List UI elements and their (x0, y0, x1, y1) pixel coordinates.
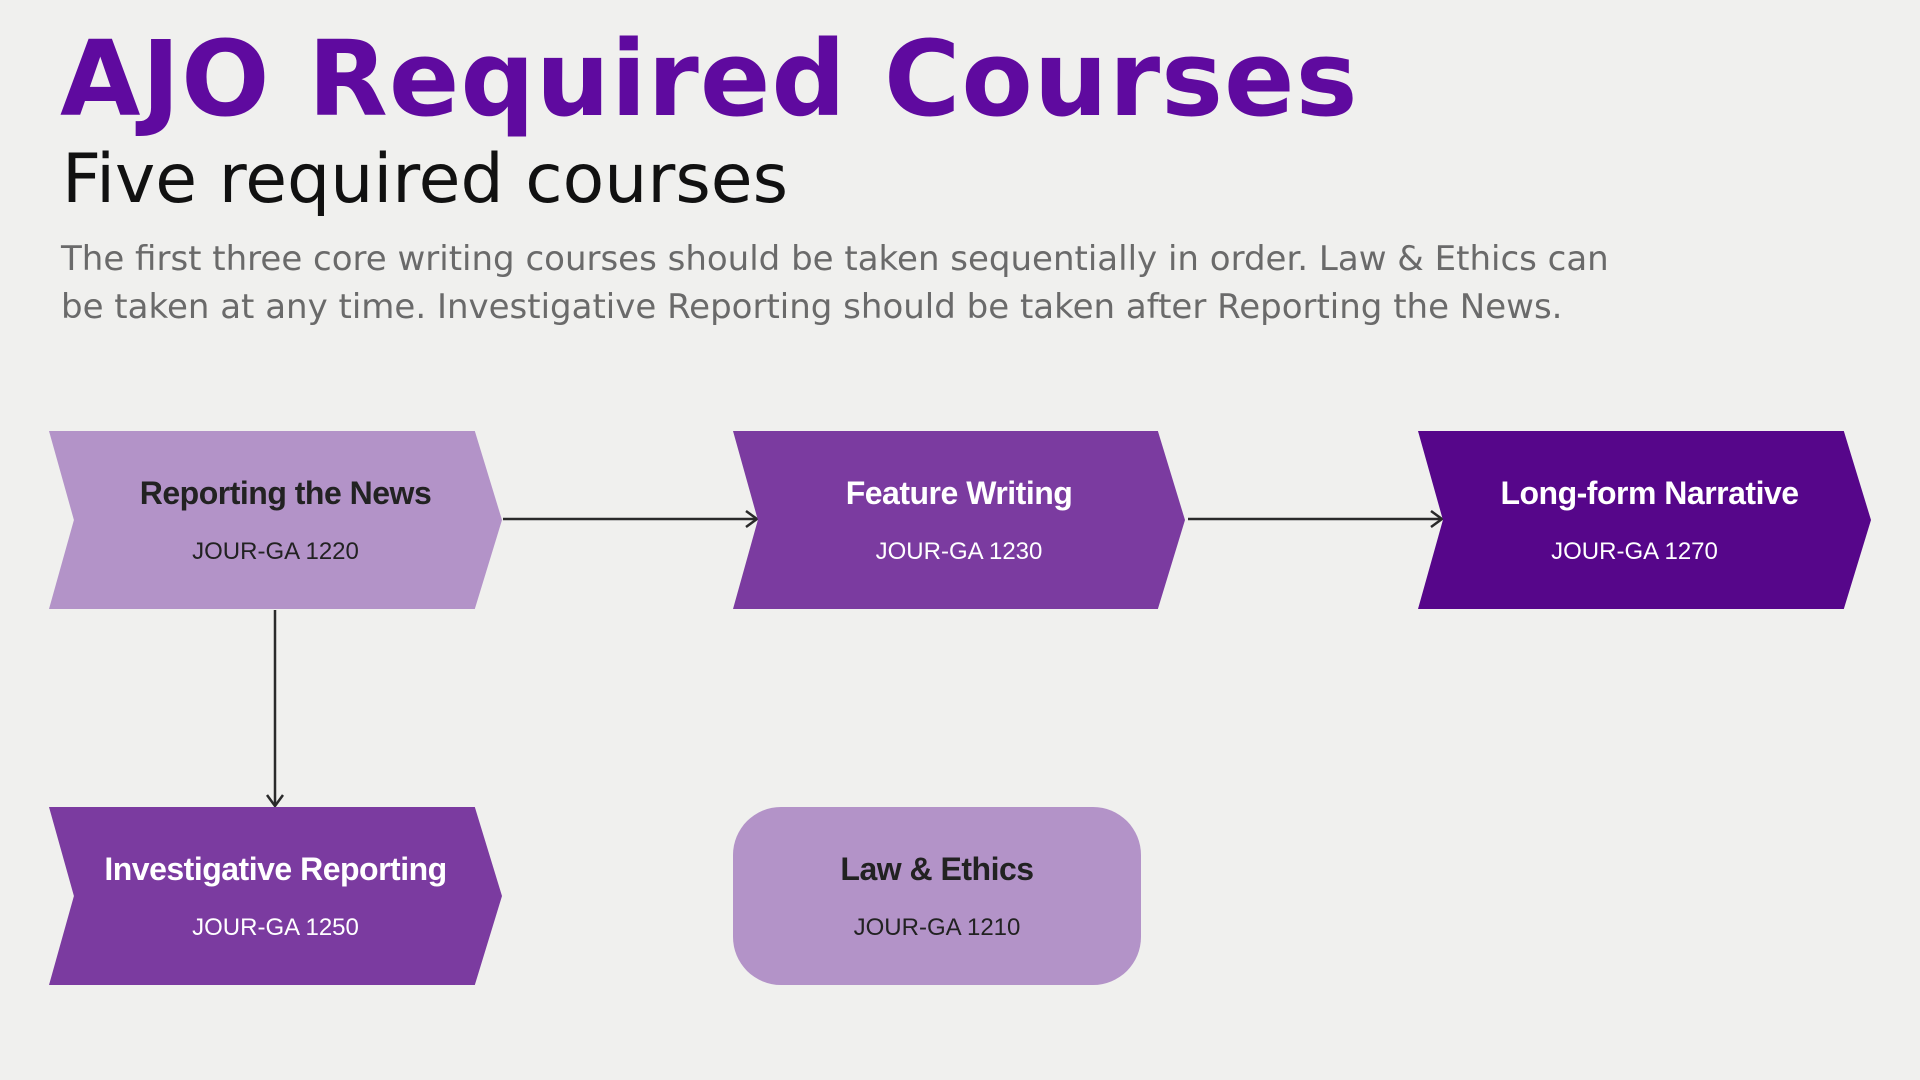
arrow-reporting-to-investigative (265, 610, 285, 809)
course-code: JOUR-GA 1270 (1551, 537, 1718, 565)
course-name: Law & Ethics (840, 850, 1034, 887)
arrow-feature-to-longform (1188, 509, 1445, 529)
course-long-form-narrative[interactable]: Long-form Narrative JOUR-GA 1270 (1418, 431, 1871, 609)
rounded-box-shape (733, 807, 1141, 985)
course-code: JOUR-GA 1250 (192, 913, 359, 941)
course-feature-writing[interactable]: Feature Writing JOUR-GA 1230 (733, 431, 1185, 609)
chevron-shape (733, 431, 1185, 609)
page-title: AJO Required Courses (60, 18, 1359, 140)
chevron-shape (1418, 431, 1871, 609)
course-reporting-the-news[interactable]: Reporting the News JOUR-GA 1220 (49, 431, 502, 609)
course-name: Feature Writing (845, 474, 1073, 511)
page-description: The first three core writing courses sho… (61, 239, 1609, 327)
course-name: Investigative Reporting (104, 850, 447, 887)
arrow-reporting-to-feature (503, 509, 760, 529)
chevron-shape (49, 431, 502, 609)
course-code: JOUR-GA 1230 (875, 537, 1043, 565)
course-law-and-ethics[interactable]: Law & Ethics JOUR-GA 1210 (733, 807, 1141, 985)
chevron-shape (49, 807, 502, 985)
course-code: JOUR-GA 1220 (192, 537, 359, 565)
course-investigative-reporting[interactable]: Investigative Reporting JOUR-GA 1250 (49, 807, 502, 985)
page-subtitle: Five required courses (62, 140, 789, 219)
course-code: JOUR-GA 1210 (853, 913, 1021, 941)
course-name: Long-form Narrative (1500, 474, 1799, 511)
course-name: Reporting the News (139, 474, 432, 511)
